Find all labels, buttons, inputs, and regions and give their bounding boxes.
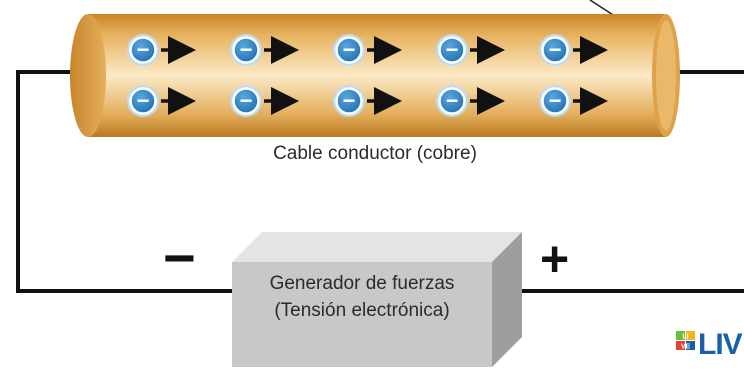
- electron-body: [335, 36, 363, 64]
- copper-cable: [70, 14, 680, 137]
- electron-sign: −: [446, 88, 459, 113]
- electron-flow: − − − − − − − − − −: [127, 34, 608, 117]
- electron: −: [230, 85, 299, 117]
- electron-body: [541, 87, 569, 115]
- positive-terminal-sign: +: [540, 231, 570, 287]
- logo-tile-text-top: LI: [682, 334, 688, 341]
- generator-top-face: [232, 232, 522, 262]
- negative-terminal-sign: −: [163, 226, 196, 289]
- electron-sign: −: [137, 37, 150, 62]
- generator-side-face: [492, 232, 522, 367]
- electron-sign: −: [549, 88, 562, 113]
- electron-sign: −: [137, 88, 150, 113]
- electron-sign: −: [549, 37, 562, 62]
- electron-sign: −: [446, 37, 459, 62]
- electron-body: [335, 87, 363, 115]
- wire-left: [16, 70, 232, 293]
- electron-body: [129, 36, 157, 64]
- electron-sign: −: [240, 88, 253, 113]
- electron-sign: −: [343, 37, 356, 62]
- electron-body: [232, 87, 260, 115]
- electron: −: [436, 85, 505, 117]
- electron: −: [127, 85, 196, 117]
- electron: −: [230, 34, 299, 66]
- live-logo-icon: LI VE: [676, 331, 695, 351]
- generator-box: [232, 232, 522, 367]
- cable-label: Cable conductor (cobre): [273, 143, 477, 164]
- electron-sign: −: [343, 88, 356, 113]
- electron: −: [333, 34, 402, 66]
- electron-body: [541, 36, 569, 64]
- electron-sign: −: [240, 37, 253, 62]
- logo-tile-text-bottom: VE: [681, 344, 691, 351]
- electron: −: [127, 34, 196, 66]
- electron-body: [438, 36, 466, 64]
- electron-body: [438, 87, 466, 115]
- electron: −: [333, 85, 402, 117]
- generator-label-line2: (Tensión electrónica): [274, 300, 450, 321]
- electron-body: [129, 87, 157, 115]
- generator-front-face: [232, 262, 492, 367]
- generator-label-line1: Generador de fuerzas: [269, 273, 455, 294]
- electron-body: [232, 36, 260, 64]
- logo-text: LIV: [698, 328, 743, 361]
- electron: −: [539, 34, 608, 66]
- electron: −: [539, 85, 608, 117]
- electron: −: [436, 34, 505, 66]
